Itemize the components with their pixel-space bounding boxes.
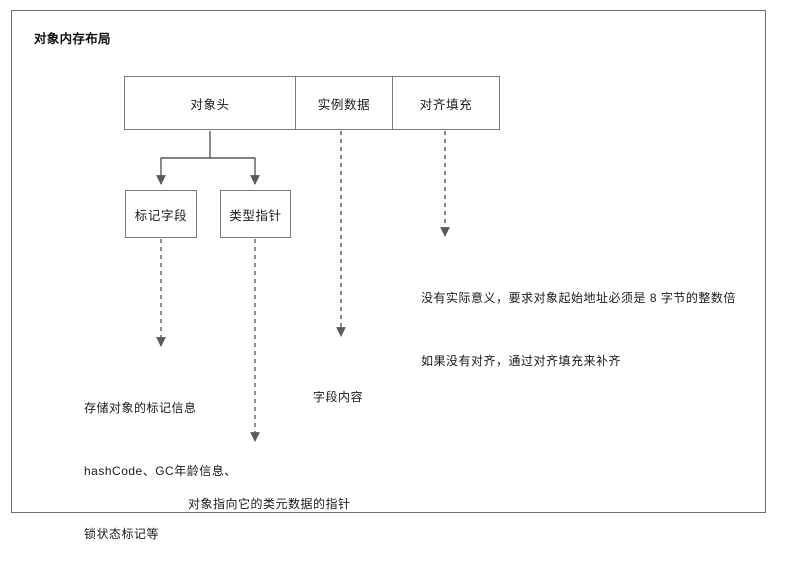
diagram-title: 对象内存布局 [34,32,111,46]
box-alignment-padding-label: 对齐填充 [419,97,473,112]
box-mark-field[interactable]: 标记字段 [125,190,197,238]
annotation-instance-data: 字段内容 [313,345,363,429]
box-instance-data[interactable]: 实例数据 [295,76,393,130]
box-object-header[interactable]: 对象头 [124,76,296,130]
annotation-alignment-padding-line-1: 没有实际意义，要求对象起始地址必须是 8 字节的整数倍 [421,291,736,305]
annotation-alignment-padding: 没有实际意义，要求对象起始地址必须是 8 字节的整数倍 如果没有对齐，通过对齐填… [421,246,736,393]
box-type-pointer-label: 类型指针 [229,208,282,223]
annotation-type-pointer: 对象指向它的类元数据的指针 [188,452,351,536]
box-alignment-padding[interactable]: 对齐填充 [392,76,500,130]
annotation-alignment-padding-line-2: 如果没有对齐，通过对齐填充来补齐 [421,354,622,368]
annotation-instance-data-line-1: 字段内容 [313,390,364,404]
box-instance-data-label: 实例数据 [317,97,371,112]
box-mark-field-label: 标记字段 [134,208,188,223]
annotation-mark-field-line-2: hashCode、GC年龄信息、 [84,464,237,478]
box-object-header-label: 对象头 [190,97,230,112]
annotation-type-pointer-line-1: 对象指向它的类元数据的指针 [188,497,351,511]
box-type-pointer[interactable]: 类型指针 [220,190,291,238]
annotation-mark-field-line-1: 存储对象的标记信息 [84,401,197,415]
